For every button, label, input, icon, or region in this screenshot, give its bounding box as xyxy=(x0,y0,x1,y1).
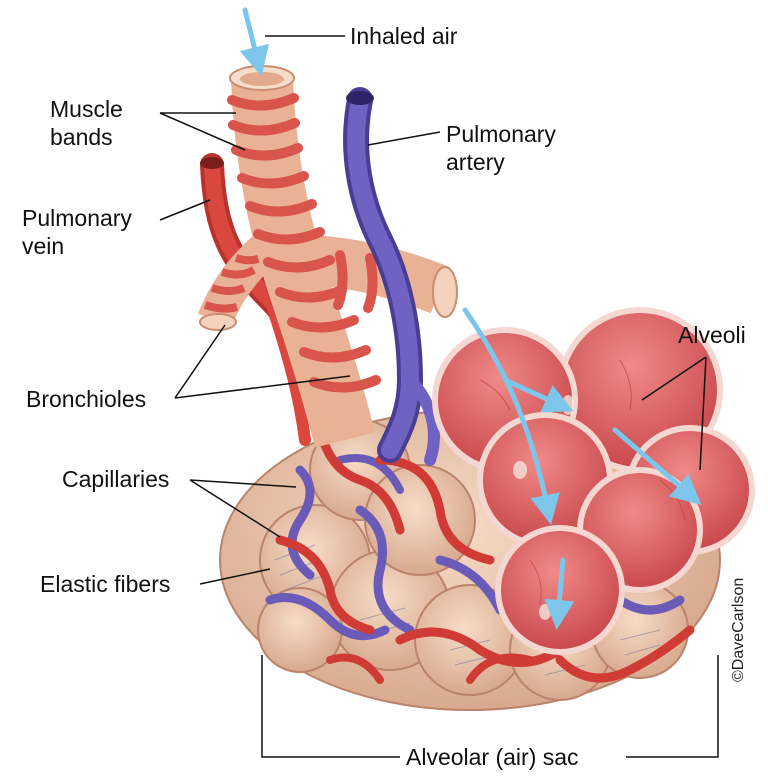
label-alveolar-sac: Alveolar (air) sac xyxy=(406,744,579,770)
label-pulmonary-vein-line1: Pulmonary xyxy=(22,205,132,231)
label-muscle-bands-line1: Muscle xyxy=(50,96,123,122)
label-pulmonary-artery-line2: artery xyxy=(446,149,505,175)
label-pulmonary-artery-line1: Pulmonary xyxy=(446,121,556,147)
main-bronchiole xyxy=(230,66,457,440)
copyright-credit: ©DaveCarlson xyxy=(730,578,748,682)
label-elastic-fibers: Elastic fibers xyxy=(40,571,170,597)
label-capillaries: Capillaries xyxy=(62,466,169,492)
label-muscle-bands-line2: bands xyxy=(50,124,113,150)
label-alveoli: Alveoli xyxy=(678,322,746,348)
label-bronchioles: Bronchioles xyxy=(26,386,146,412)
label-pulmonary-vein-line2: vein xyxy=(22,233,64,259)
label-inhaled-air: Inhaled air xyxy=(350,23,457,49)
